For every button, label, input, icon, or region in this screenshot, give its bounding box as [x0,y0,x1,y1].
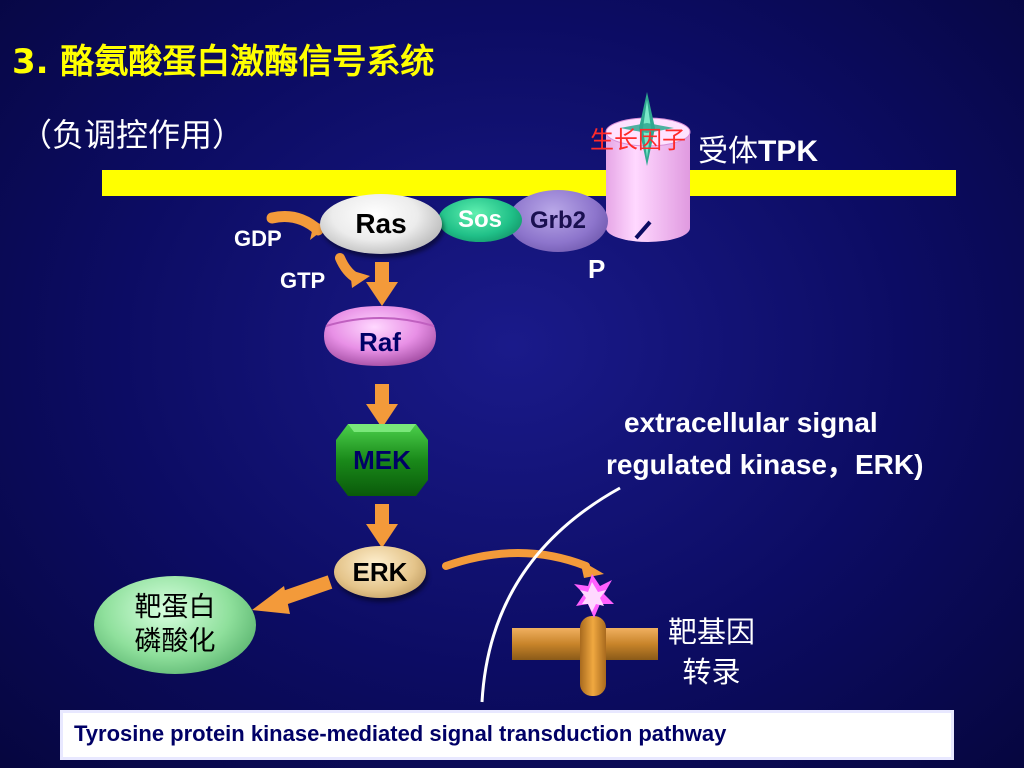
growth-factor-icon [620,92,674,166]
mek-node: MEK [334,418,430,500]
target-protein-line1: 靶蛋白 [134,592,216,623]
caption-box [60,710,954,760]
raf-label: Raf [359,326,401,357]
arrow-raf-mek [366,384,398,428]
target-protein-line2: 磷酸化 [134,626,216,657]
erk-description: extracellular signal regulated kinase，ER… [606,402,1006,486]
gtp-arrowhead [350,270,370,288]
sos-node: Sos [438,198,522,242]
arrow-erk-gene [442,549,604,578]
page-title: 3. 酪氨酸蛋白激酶信号系统 [12,42,435,82]
gtp-label: GTP [280,268,326,293]
caption-text: Tyrosine protein kinase-mediated signal … [74,721,727,746]
ras-node: Ras [320,194,442,254]
target-gene-icon [512,574,658,696]
target-protein-node: 靶蛋白 磷酸化 [94,576,256,674]
gene-label-line2: 转录 [682,655,741,689]
erk-desc-line2: regulated kinase，ERK) [606,449,924,480]
erk-node: ERK [334,546,426,598]
gdp-label: GDP [234,226,282,251]
page-subtitle: （负调控作用） [20,116,245,154]
phosphate-label: P [588,254,606,284]
raf-shape [324,306,436,366]
raf-node: Raf [318,300,442,372]
growth-factor-label: 生长因子 [590,126,686,154]
grb2-node: Grb2 [508,190,608,252]
nuclear-membrane [480,486,621,703]
mek-label: MEK [353,444,411,475]
arrow-erk-target [252,575,333,614]
mek-shape [336,424,428,496]
receptor-tpk [605,117,691,242]
arrow-ras-raf [366,262,398,306]
receptor-label-suffix: TPK [758,135,818,168]
receptor-label-prefix: 受体 [698,134,758,169]
receptor-label: 受体TPK [698,126,818,170]
gene-label-line1: 靶基因 [668,615,756,649]
target-gene-label: 靶基因 转录 [668,612,755,692]
cell-membrane [102,170,956,196]
erk-desc-line1: extracellular signal [624,407,878,438]
arrow-mek-erk [366,504,398,548]
